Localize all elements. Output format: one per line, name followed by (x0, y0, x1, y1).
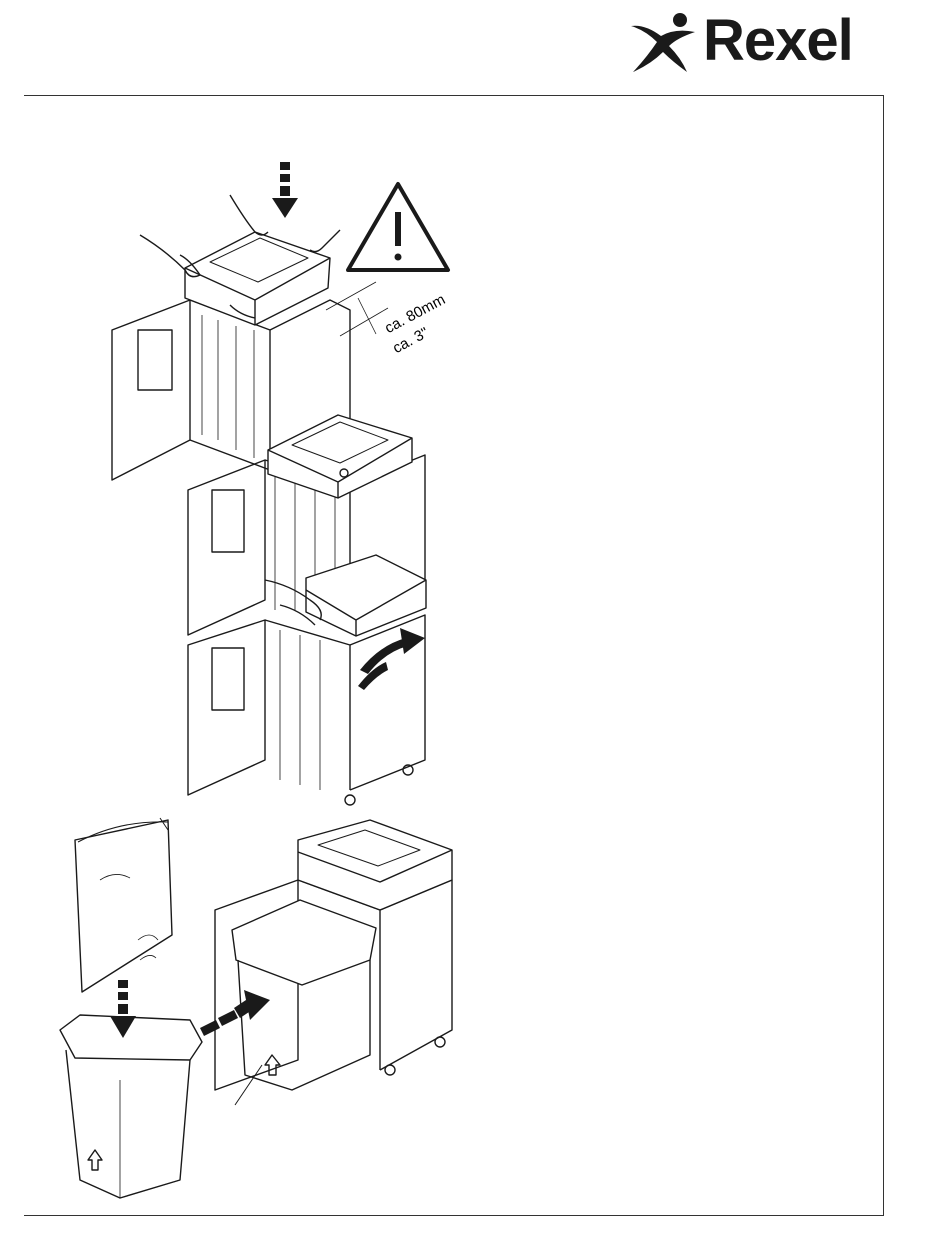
arrow-right-icon (200, 990, 270, 1036)
header-rule (24, 95, 884, 96)
warning-triangle-icon (348, 184, 448, 270)
step-insert-bin (60, 818, 452, 1198)
footer-rule (24, 1215, 884, 1216)
arrow-down-icon (110, 980, 136, 1038)
step-close-door (188, 555, 426, 805)
assembly-illustration (40, 140, 470, 1210)
brand-logo: Rexel (625, 8, 885, 74)
rexel-figure-icon (625, 12, 705, 74)
arrow-down-icon (272, 162, 298, 218)
right-border-rule (883, 95, 884, 1215)
brand-name: Rexel (703, 10, 853, 72)
